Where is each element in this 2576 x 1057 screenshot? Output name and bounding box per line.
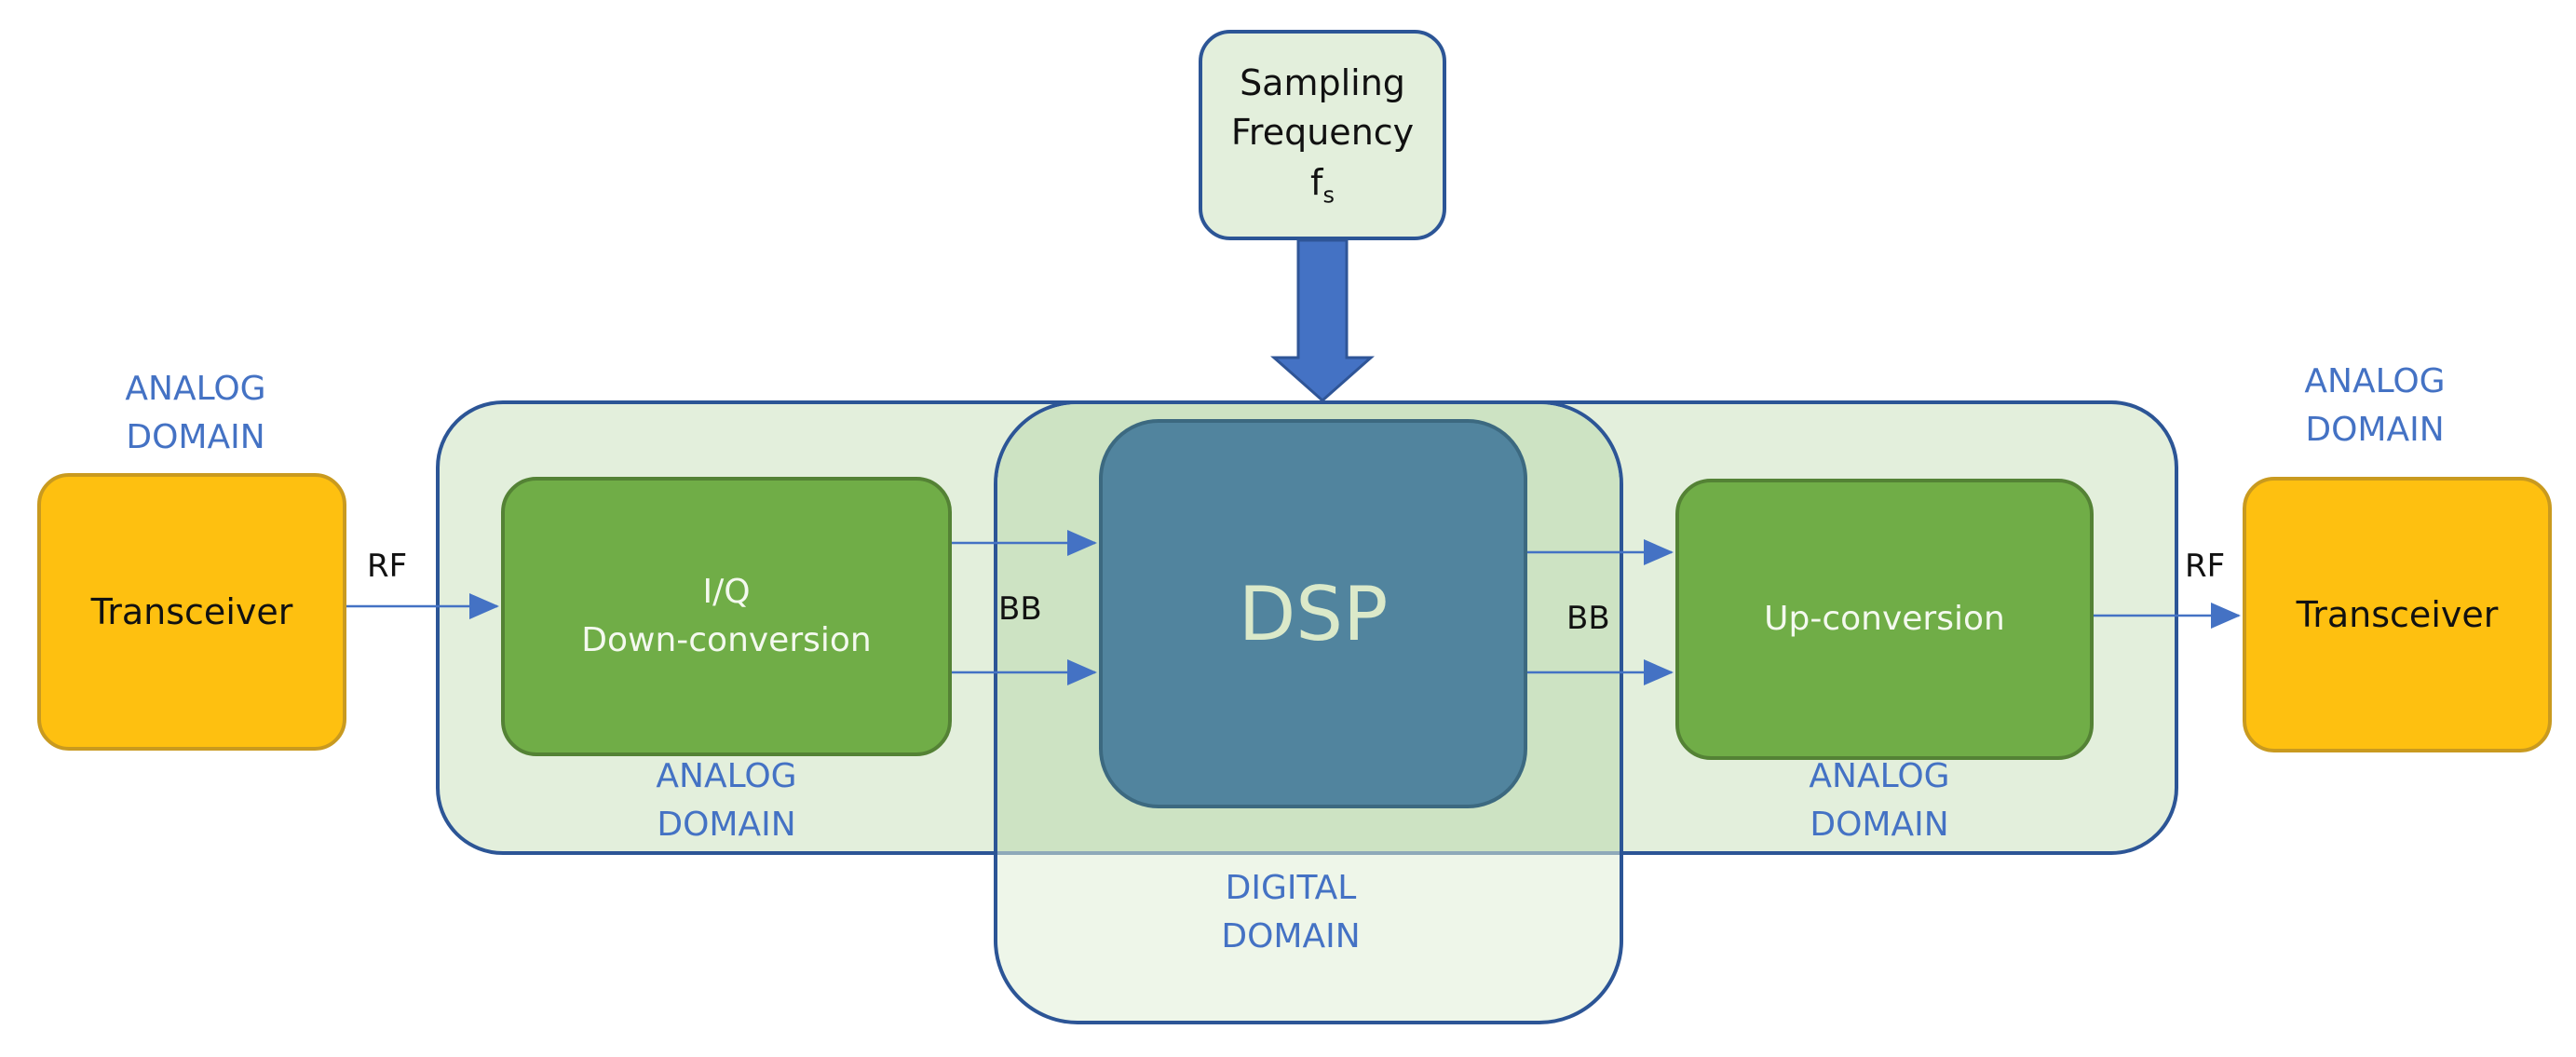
- down-conversion-block: I/Q Down-conversion: [501, 477, 952, 756]
- rf-label-right: RF: [2185, 548, 2226, 585]
- domain-line-1: ANALOG: [2304, 362, 2446, 400]
- transceiver-left-label: Transceiver: [90, 591, 293, 632]
- sampling-symbol-base: f: [1310, 161, 1323, 203]
- rf-label-left: RF: [367, 548, 408, 585]
- sampling-symbol-subscript: s: [1322, 182, 1335, 209]
- sampling-to-dsp-arrow: [1270, 238, 1375, 403]
- analog-domain-label-top-left: ANALOG DOMAIN: [102, 365, 289, 462]
- domain-line-2: DOMAIN: [1810, 806, 1949, 845]
- digital-domain-label: DIGITAL DOMAIN: [1198, 864, 1384, 961]
- sampling-line-2: Frequency: [1230, 112, 1415, 154]
- transceiver-right-label: Transceiver: [2296, 594, 2499, 635]
- transceiver-left: Transceiver: [37, 473, 346, 751]
- sampling-frequency-box: Sampling Frequency fs: [1199, 30, 1446, 240]
- transceiver-right: Transceiver: [2243, 477, 2552, 752]
- sampling-line-1: Sampling: [1240, 62, 1405, 104]
- down-conversion-line-1: I/Q: [702, 572, 751, 611]
- analog-domain-label-below-up: ANALOG DOMAIN: [1786, 752, 1973, 849]
- domain-line-1: ANALOG: [656, 757, 797, 795]
- domain-line-2: DOMAIN: [126, 418, 265, 457]
- analog-domain-label-below-down: ANALOG DOMAIN: [633, 752, 820, 849]
- up-conversion-label: Up-conversion: [1764, 599, 2005, 638]
- domain-line-2: DOMAIN: [2305, 411, 2445, 450]
- dsp-block: DSP: [1099, 419, 1527, 808]
- domain-line-1: ANALOG: [125, 370, 266, 408]
- domain-line-2: DOMAIN: [657, 806, 796, 845]
- bb-label-right: BB: [1566, 600, 1610, 637]
- bb-label-left: BB: [998, 590, 1042, 628]
- analog-domain-label-top-right: ANALOG DOMAIN: [2282, 358, 2468, 454]
- dsp-label: DSP: [1238, 570, 1389, 657]
- domain-line-1: ANALOG: [1809, 757, 1950, 795]
- domain-line-1: DIGITAL: [1225, 869, 1357, 907]
- down-conversion-line-2: Down-conversion: [581, 621, 872, 659]
- domain-line-2: DOMAIN: [1221, 917, 1361, 956]
- up-conversion-block: Up-conversion: [1675, 479, 2094, 760]
- sampling-symbol: fs: [1310, 158, 1335, 211]
